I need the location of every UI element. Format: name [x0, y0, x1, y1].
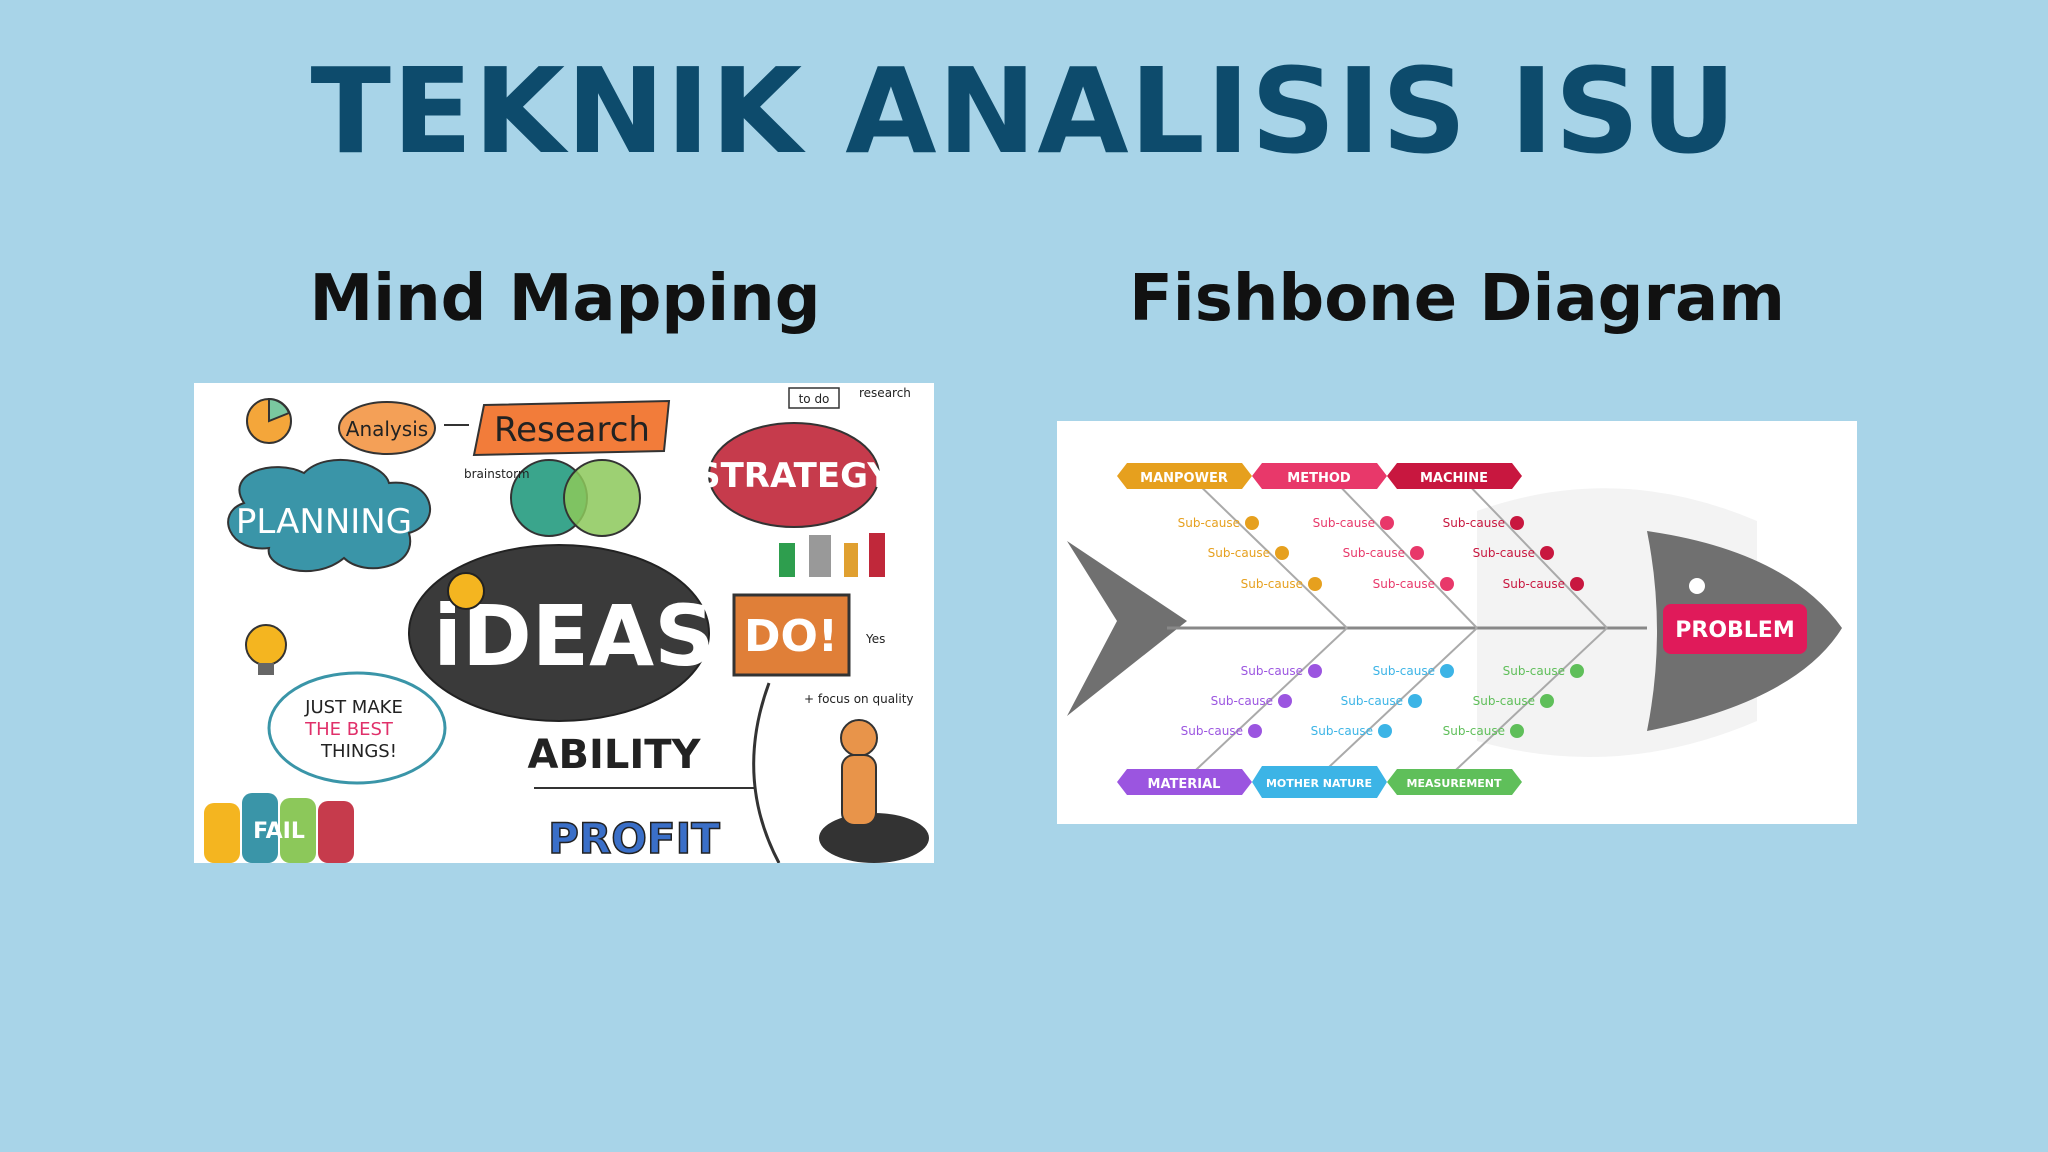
subcause-label: Sub-cause [1343, 546, 1405, 560]
research-label: Research [494, 410, 650, 450]
subcause-label: Sub-cause [1313, 516, 1375, 530]
profit-node: PROFIT [547, 813, 721, 863]
pie-doodle-icon [246, 397, 292, 444]
lightbulb-doodle-icon [245, 624, 287, 675]
to-do-label: to do [799, 392, 830, 406]
lightbulb-icon [447, 572, 485, 610]
problem-box [1663, 604, 1807, 654]
subcause-label: Sub-cause [1373, 664, 1435, 678]
analysis-label: Analysis [346, 417, 428, 441]
subcause-label: Sub-cause [1311, 724, 1373, 738]
brainstorm-label: brainstorm [464, 467, 530, 481]
do-label: DO! [744, 611, 838, 662]
category-method: METHOD [1252, 463, 1387, 489]
fish-eye-icon [1689, 578, 1705, 594]
fail-hands-icon: FAIL [204, 793, 354, 863]
research-node: Research [472, 399, 671, 457]
fishbone-diagram: PROBLEM MANPOWER METHOD MACHINE [1067, 463, 1842, 798]
problem-label: PROBLEM [1675, 618, 1794, 643]
things-label: THINGS! [320, 741, 397, 762]
category-manpower: MANPOWER [1117, 463, 1252, 489]
analysis-node: Analysis [338, 401, 436, 455]
subcause-label: Sub-cause [1503, 577, 1565, 591]
ideas-node: iDEAS [408, 544, 715, 722]
subcause-label: Sub-cause [1341, 694, 1403, 708]
subcause-label: Sub-cause [1503, 664, 1565, 678]
subcause-label: Sub-cause [1211, 694, 1273, 708]
ability-label: ABILITY [528, 732, 702, 778]
category-mother-nature: MOTHER NATURE [1252, 766, 1387, 798]
fish-tail-icon [1067, 541, 1187, 716]
just-make-label: JUST MAKE [304, 697, 403, 718]
profit-label: PROFIT [548, 814, 720, 863]
fishbone-image: PROBLEM MANPOWER METHOD MACHINE [1057, 421, 1857, 824]
mind-mapping-image: Analysis Research to do research brainst… [194, 383, 934, 863]
subcause-dots-bottom [1248, 664, 1584, 738]
subcause-label: Sub-cause [1241, 577, 1303, 591]
focus-label: + focus on quality [804, 692, 914, 706]
fail-label: FAIL [253, 819, 305, 844]
subcause-label: Sub-cause [1373, 577, 1435, 591]
manpower-label: MANPOWER [1140, 471, 1228, 486]
just-make-node: JUST MAKE THE BEST THINGS! [267, 671, 447, 785]
material-label: MATERIAL [1148, 777, 1221, 792]
bones-bottom [1181, 627, 1608, 784]
mother-nature-label: MOTHER NATURE [1266, 777, 1372, 790]
subcause-dots-top [1245, 516, 1584, 591]
slide-title: TEKNIK ANALISIS ISU [310, 42, 1738, 180]
the-best-label: THE BEST [304, 719, 394, 740]
do-node: DO! [732, 593, 851, 677]
fishbone-heading: Fishbone Diagram [1129, 262, 1785, 336]
subcause-label: Sub-cause [1473, 694, 1535, 708]
strategy-label: STRATEGY [696, 456, 892, 496]
mind-map-illustration: Analysis Research to do research brainst… [204, 386, 929, 863]
subcause-label: Sub-cause [1443, 724, 1505, 738]
category-machine: MACHINE [1387, 463, 1522, 489]
method-label: METHOD [1287, 471, 1351, 486]
mind-mapping-heading: Mind Mapping [309, 262, 821, 336]
subcause-label: Sub-cause [1473, 546, 1535, 560]
subcause-label: Sub-cause [1178, 516, 1240, 530]
subcause-label: Sub-cause [1181, 724, 1243, 738]
strategy-node: STRATEGY [696, 422, 892, 528]
to-do-note [788, 387, 840, 409]
chess-pieces-icon [779, 533, 885, 577]
category-material: MATERIAL [1117, 769, 1252, 795]
venn-doodle [510, 459, 641, 537]
yes-label: Yes [865, 632, 885, 646]
planning-node: PLANNING [227, 458, 432, 573]
subcause-label: Sub-cause [1443, 516, 1505, 530]
subcause-label: Sub-cause [1241, 664, 1303, 678]
category-measurement: MEASUREMENT [1387, 769, 1522, 795]
bones-top [1191, 477, 1608, 629]
subcause-label: Sub-cause [1208, 546, 1270, 560]
planning-label: PLANNING [236, 502, 412, 542]
archer-figure-icon [752, 682, 929, 863]
research-note-label: research [859, 386, 911, 400]
machine-label: MACHINE [1420, 471, 1488, 486]
measurement-label: MEASUREMENT [1407, 777, 1502, 790]
